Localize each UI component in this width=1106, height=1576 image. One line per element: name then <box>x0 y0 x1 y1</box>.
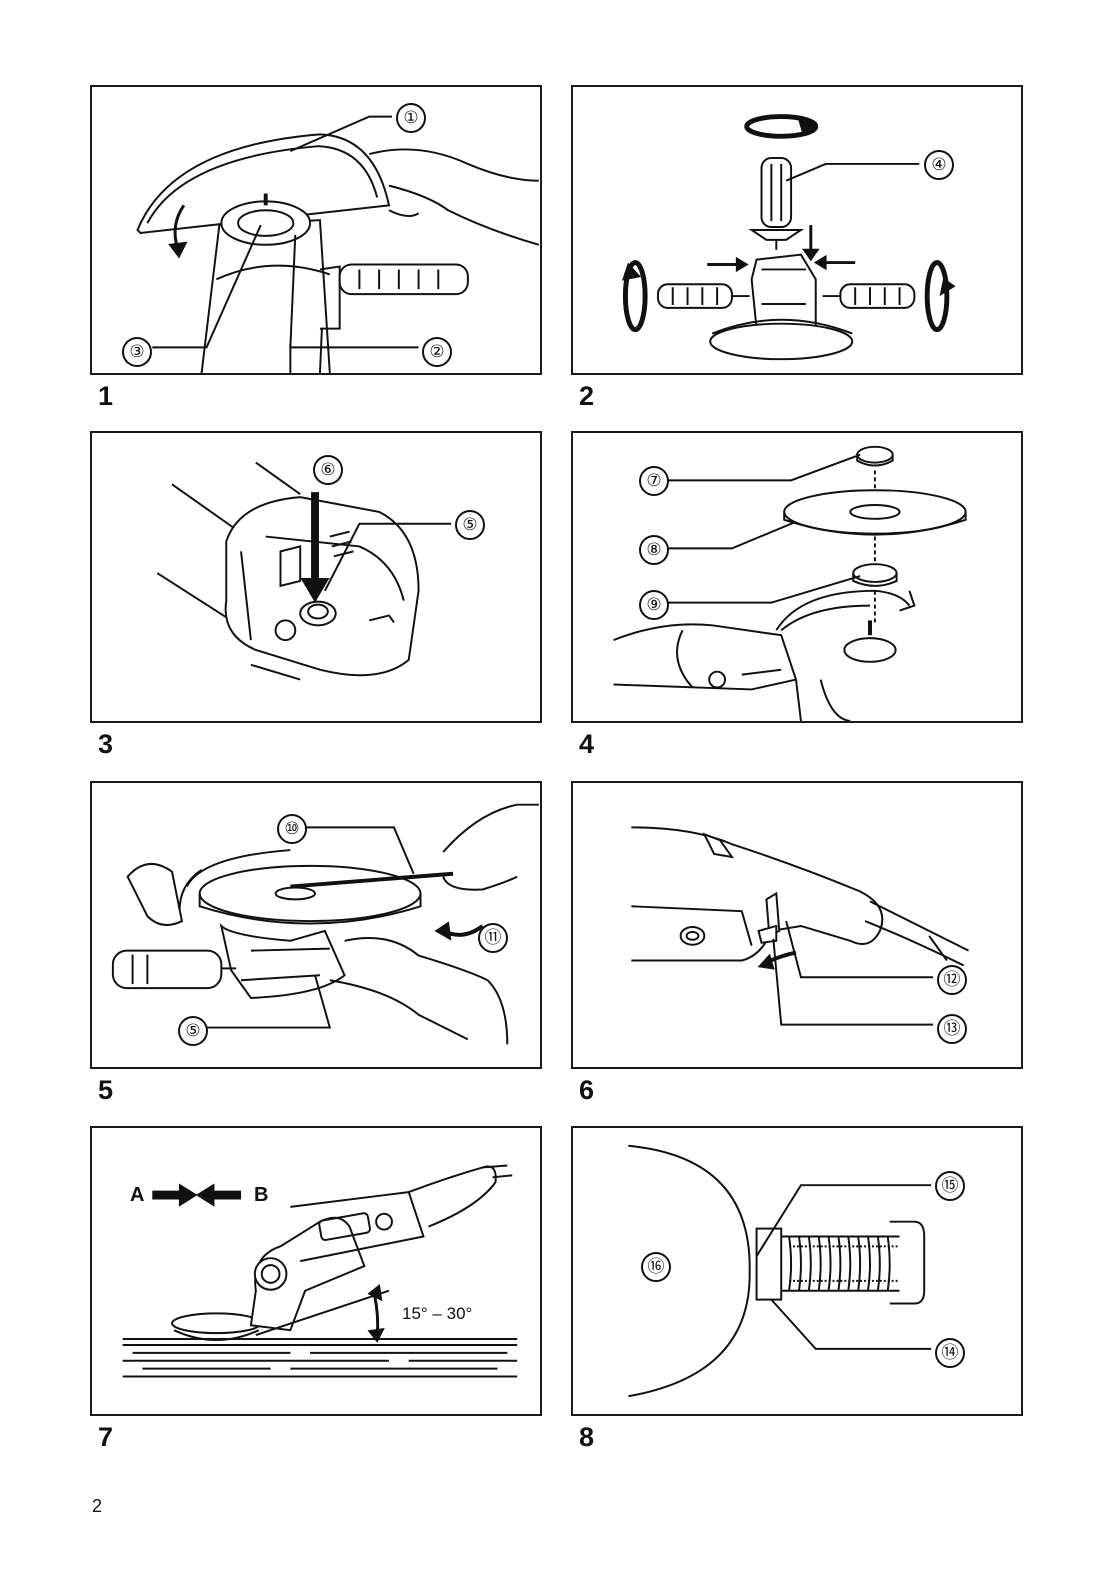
callout-13: ⑬ <box>937 1014 967 1044</box>
callout-3: ③ <box>122 337 152 367</box>
figure-8-panel: ⑮ ⑭ ⑯ <box>571 1126 1023 1416</box>
callout-12: ⑫ <box>937 965 967 995</box>
figure-5-illustration <box>92 783 540 1067</box>
callout-5: ⑤ <box>455 510 485 540</box>
figure-2-illustration <box>573 87 1021 373</box>
callout-6: ⑥ <box>313 455 343 485</box>
figure-7-number: 7 <box>98 1424 113 1451</box>
callout-14: ⑭ <box>935 1338 965 1368</box>
figure-7-panel: A B 15° – 30° <box>90 1126 542 1416</box>
figure-6-panel: ⑫ ⑬ <box>571 781 1023 1069</box>
callout-11: ⑪ <box>478 923 508 953</box>
label-a: A <box>130 1184 144 1207</box>
figure-3-panel: ⑥ ⑤ <box>90 431 542 723</box>
callout-9: ⑨ <box>639 590 669 620</box>
callout-7: ⑦ <box>639 466 669 496</box>
figure-4-panel: ⑦ ⑧ ⑨ <box>571 431 1023 723</box>
callout-2: ② <box>422 337 452 367</box>
callout-5-fig5: ⑤ <box>178 1016 208 1046</box>
label-b: B <box>254 1184 268 1207</box>
callout-8: ⑧ <box>639 535 669 565</box>
callout-15: ⑮ <box>935 1171 965 1201</box>
figure-2-panel: ④ <box>571 85 1023 375</box>
callout-10: ⑩ <box>277 814 307 844</box>
figure-1-number: 1 <box>98 383 113 410</box>
figure-6-number: 6 <box>579 1077 594 1104</box>
figure-5-number: 5 <box>98 1077 113 1104</box>
figure-5-panel: ⑩ ⑪ ⑤ <box>90 781 542 1069</box>
page-number: 2 <box>92 1496 102 1517</box>
figure-1-panel: ① ② ③ <box>90 85 542 375</box>
figure-4-number: 4 <box>579 731 594 758</box>
callout-4: ④ <box>924 150 954 180</box>
callout-1: ① <box>396 103 426 133</box>
figure-7-illustration <box>92 1128 540 1414</box>
figure-3-number: 3 <box>98 731 113 758</box>
figure-8-number: 8 <box>579 1424 594 1451</box>
callout-16: ⑯ <box>641 1252 671 1282</box>
figure-2-number: 2 <box>579 383 594 410</box>
label-angle: 15° – 30° <box>402 1304 472 1324</box>
figure-1-illustration <box>92 87 540 373</box>
